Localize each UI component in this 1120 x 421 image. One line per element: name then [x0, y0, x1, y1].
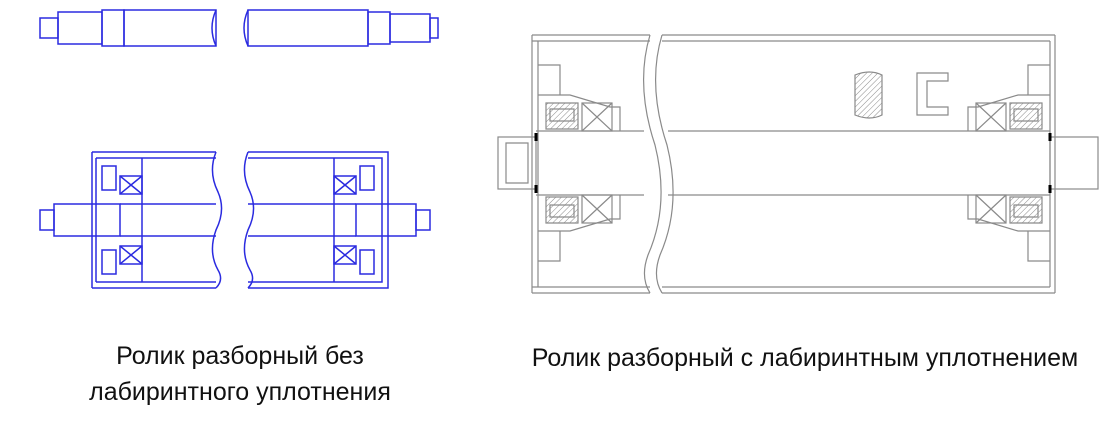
roller-with-seal-svg [497, 34, 1099, 294]
shaft-detail [39, 9, 439, 47]
caption-left-line2: лабиринтного уплотнения [89, 378, 391, 406]
roller-assembly [39, 151, 431, 289]
caption-left-line1: Ролик разборный без [116, 342, 364, 370]
roller-drawing-with-seal [490, 25, 1120, 315]
caption-right: Ролик разборный с лабиринтным уплотнение… [490, 340, 1120, 376]
roller-without-seal-svg [39, 9, 439, 289]
caption-right-text: Ролик разборный с лабиринтным уплотнение… [531, 344, 1079, 372]
caption-left: Ролик разборный без лабиринтного уплотне… [20, 338, 460, 410]
roller-drawing-without-seal [20, 0, 460, 335]
